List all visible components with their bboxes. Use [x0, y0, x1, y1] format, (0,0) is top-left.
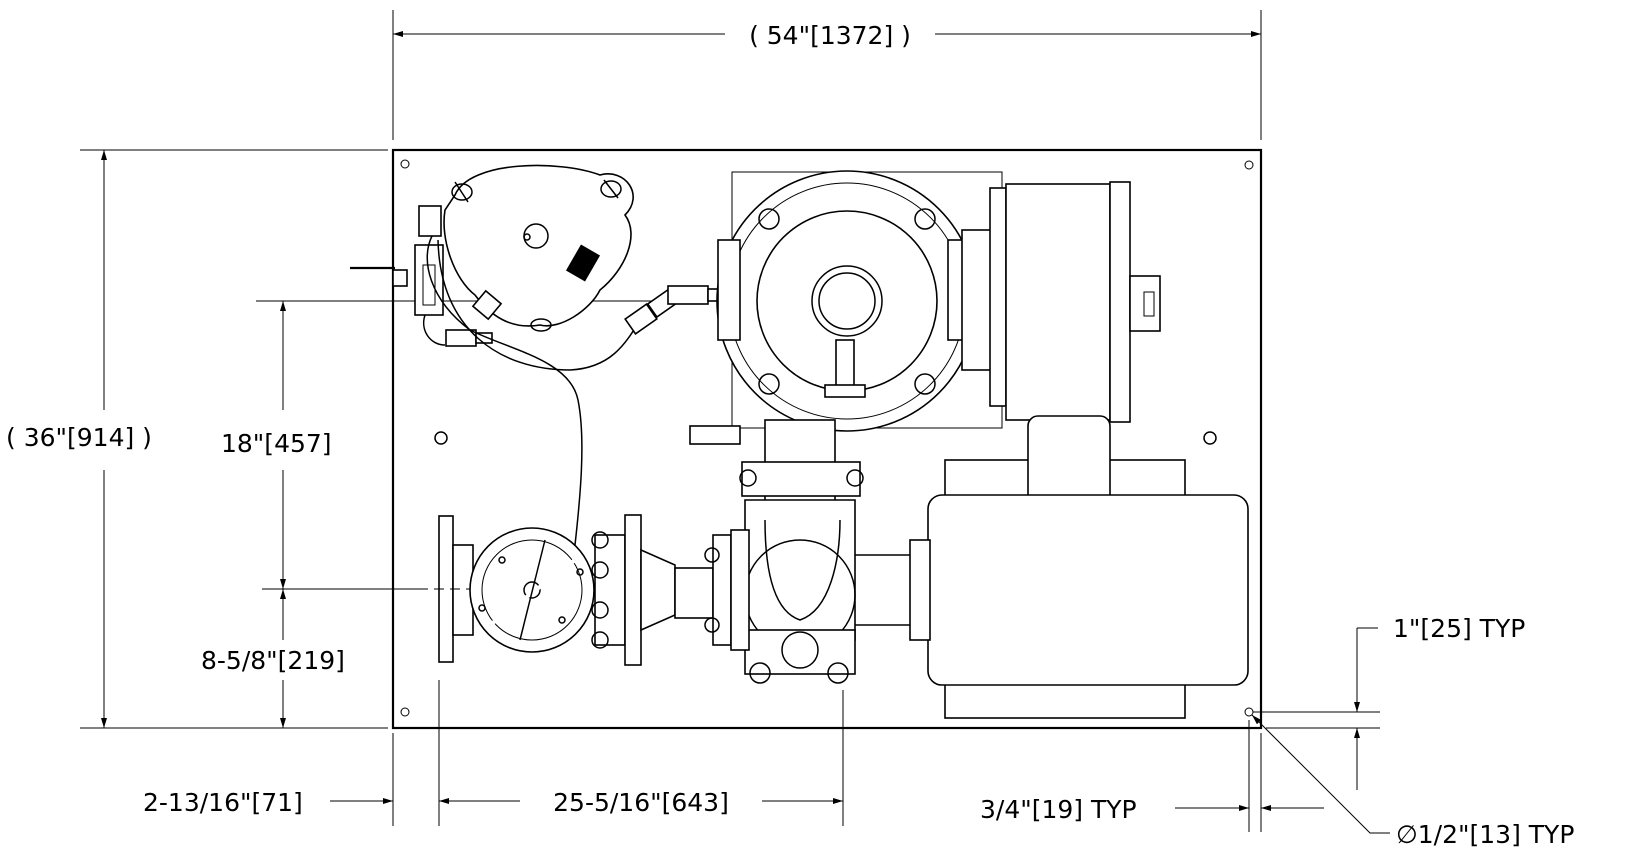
mounting-hole [1244, 707, 1254, 717]
edge-offset-h-label: 3/4"[19] TYP [980, 795, 1137, 824]
lower-height-label: 8-5/8"[219] [201, 646, 345, 675]
span-width-label: 25-5/16"[643] [553, 788, 729, 817]
suction-valve [418, 515, 595, 663]
dimension-labels: ( 54"[1372] ) ( 36"[914] ) 18"[457] 8-5/… [6, 21, 1574, 849]
dimension-lines [80, 10, 1390, 834]
center-height-label: 18"[457] [221, 429, 332, 458]
horizontal-motor [855, 415, 1249, 719]
discharge-piping [689, 419, 864, 684]
reducer-assembly [591, 514, 750, 666]
hole-diameter-label: ∅1/2"[13] TYP [1396, 820, 1574, 849]
pressure-controller [443, 164, 634, 332]
main-pump [716, 170, 1018, 432]
overall-height-label: ( 36"[914] ) [6, 423, 152, 452]
left-offset-label: 2-13/16"[71] [143, 788, 303, 817]
base-plate [391, 148, 1263, 730]
overall-width-label: ( 54"[1372] ) [749, 21, 911, 50]
vertical-motor [961, 181, 1161, 423]
edge-offset-v-label: 1"[25] TYP [1393, 614, 1525, 643]
